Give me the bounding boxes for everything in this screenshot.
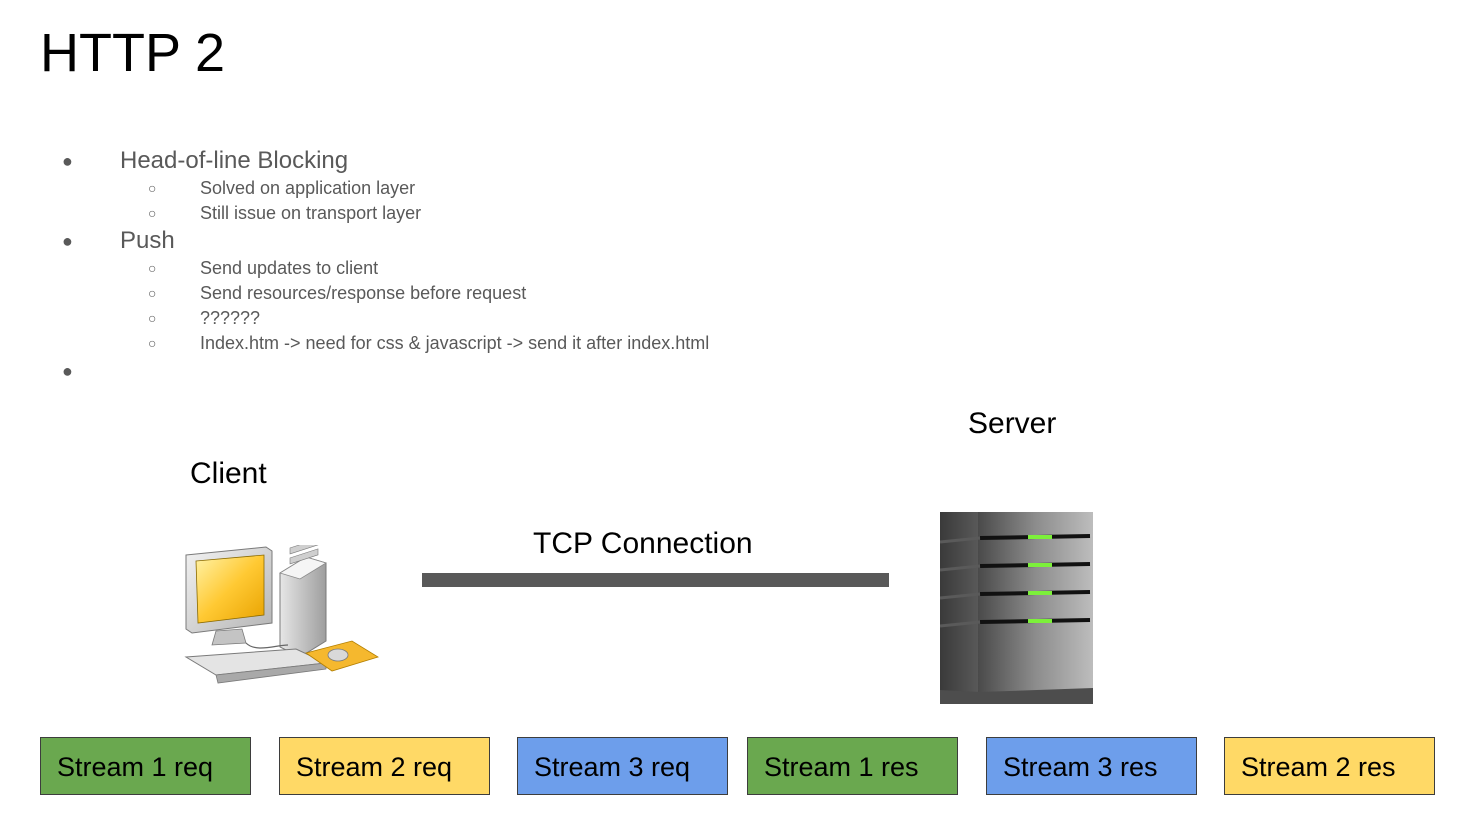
server-icon xyxy=(940,512,1093,704)
bullet-text: Head-of-line Blocking xyxy=(120,147,349,174)
bullet-circle-icon: ○ xyxy=(148,335,157,351)
bullet-circle-icon: ○ xyxy=(148,310,157,326)
stream-box-1-res: Stream 1 res xyxy=(747,737,958,795)
stream-box-3-res: Stream 3 res xyxy=(986,737,1197,795)
sub-bullet-item: ○ Index.htm -> need for css & javascript… xyxy=(60,331,709,356)
bullet-circle-icon: ○ xyxy=(148,285,157,301)
stream-box-1-req: Stream 1 req xyxy=(40,737,251,795)
sub-bullet-text: ?????? xyxy=(200,308,261,328)
tcp-connection-label: TCP Connection xyxy=(533,527,753,560)
bullet-dot-icon: ● xyxy=(62,151,73,171)
bullet-circle-icon: ○ xyxy=(148,205,157,221)
sub-bullet-text: Still issue on transport layer xyxy=(200,203,422,223)
sub-bullet-list: ○ Solved on application layer ○ Still is… xyxy=(120,176,709,226)
sub-bullet-text: Index.htm -> need for css & javascript -… xyxy=(200,333,710,353)
bullet-item: ● Push ○ Send updates to client ○ Send r… xyxy=(60,226,709,356)
bullet-item: ● Head-of-line Blocking ○ Solved on appl… xyxy=(60,146,709,226)
sub-bullet-item: ○ Send updates to client xyxy=(60,256,709,281)
bullet-circle-icon: ○ xyxy=(148,180,157,196)
sub-bullet-item: ○ Still issue on transport layer xyxy=(60,201,709,226)
sub-bullet-item: ○ Send resources/response before request xyxy=(60,281,709,306)
desktop-computer-icon xyxy=(184,545,379,684)
server-label: Server xyxy=(968,407,1057,440)
slide-title: HTTP 2 xyxy=(40,23,226,83)
bullet-dot-icon: ● xyxy=(62,361,73,381)
sub-bullet-item: ○ ?????? xyxy=(60,306,709,331)
client-label: Client xyxy=(190,457,267,490)
stream-box-2-res: Stream 2 res xyxy=(1224,737,1435,795)
stream-box-3-req: Stream 3 req xyxy=(517,737,728,795)
bullet-item-empty: ● xyxy=(60,356,709,386)
bullet-dot-icon: ● xyxy=(62,231,73,251)
bullet-text xyxy=(120,357,127,384)
bullet-text: Push xyxy=(120,227,175,254)
sub-bullet-text: Solved on application layer xyxy=(200,178,416,198)
sub-bullet-list: ○ Send updates to client ○ Send resource… xyxy=(120,256,709,356)
sub-bullet-text: Send updates to client xyxy=(200,258,379,278)
stream-box-2-req: Stream 2 req xyxy=(279,737,490,795)
sub-bullet-text: Send resources/response before request xyxy=(200,283,527,303)
sub-bullet-item: ○ Solved on application layer xyxy=(60,176,709,201)
bullet-circle-icon: ○ xyxy=(148,260,157,276)
bullet-list: ● Head-of-line Blocking ○ Solved on appl… xyxy=(60,146,709,386)
tcp-connection-line xyxy=(422,573,889,587)
